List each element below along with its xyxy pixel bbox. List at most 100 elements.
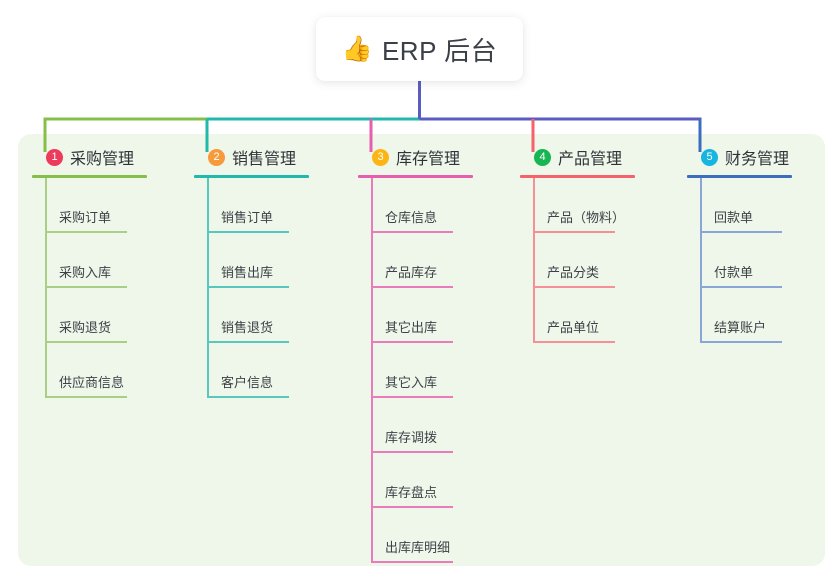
column-title-label: 销售管理 — [232, 151, 297, 168]
tree-leaf-node[interactable]: 其它入库 — [358, 343, 508, 398]
tree-leaf-label: 销售退货 — [221, 320, 274, 335]
tree-leaf-label: 产品（物料） — [547, 210, 626, 225]
tree-leaf-underline — [371, 286, 453, 288]
tree-leaf-label: 付款单 — [714, 265, 754, 280]
tree-leaf-label: 销售订单 — [221, 210, 274, 225]
column-badge-number: 4 — [534, 148, 551, 166]
column-leaf-list: 回款单付款单结算账户 — [687, 178, 827, 343]
root-node-label: ERP 后台 — [381, 35, 498, 66]
column-trunk-line — [45, 178, 47, 398]
column-title-label: 产品管理 — [558, 151, 623, 168]
tree-leaf-underline — [533, 341, 615, 343]
tree-leaf-underline — [45, 396, 127, 398]
tree-leaf-node[interactable]: 供应商信息 — [32, 343, 182, 398]
tree-leaf-node[interactable]: 其它出库 — [358, 288, 508, 343]
column-header-1[interactable]: 1 采购管理 — [32, 144, 182, 170]
tree-leaf-label: 供应商信息 — [59, 375, 125, 390]
tree-leaf-underline — [700, 341, 782, 343]
tree-leaf-node[interactable]: 销售出库 — [194, 233, 344, 288]
column-leaf-list: 采购订单采购入库采购退货供应商信息 — [32, 178, 182, 398]
column-trunk-line — [371, 178, 373, 563]
tree-leaf-node[interactable]: 销售订单 — [194, 178, 344, 233]
tree-leaf-node[interactable]: 采购订单 — [32, 178, 182, 233]
tree-leaf-label: 其它入库 — [385, 375, 438, 390]
column-badge-number: 5 — [701, 148, 718, 166]
column-leaf-list: 销售订单销售出库销售退货客户信息 — [194, 178, 344, 398]
tree-leaf-node[interactable]: 产品分类 — [520, 233, 670, 288]
tree-leaf-label: 仓库信息 — [385, 210, 438, 225]
tree-leaf-node[interactable]: 采购入库 — [32, 233, 182, 288]
column-trunk-line — [207, 178, 209, 398]
tree-leaf-node[interactable]: 产品单位 — [520, 288, 670, 343]
column-header-underline — [520, 175, 635, 178]
tree-leaf-underline — [371, 561, 453, 563]
tree-leaf-label: 销售出库 — [221, 265, 274, 280]
column-leaf-list: 产品（物料） 产品分类产品单位 — [520, 178, 670, 343]
tree-leaf-underline — [533, 231, 615, 233]
tree-leaf-label: 采购入库 — [59, 265, 112, 280]
column-header-underline — [358, 175, 473, 178]
column-badge-number: 1 — [46, 148, 63, 166]
tree-column-4: 4 产品管理产品（物料） 产品分类产品单位 — [520, 144, 670, 343]
tree-column-2: 2 销售管理销售订单销售出库销售退货客户信息 — [194, 144, 344, 398]
tree-leaf-underline — [371, 231, 453, 233]
tree-leaf-label: 采购订单 — [59, 210, 112, 225]
tree-leaf-underline — [371, 396, 453, 398]
column-header-underline — [194, 175, 309, 178]
tree-leaf-node[interactable]: 产品库存 — [358, 233, 508, 288]
tree-leaf-underline — [207, 396, 289, 398]
tree-leaf-underline — [207, 286, 289, 288]
column-badge-number: 3 — [372, 148, 389, 166]
tree-leaf-label: 采购退货 — [59, 320, 112, 335]
thumbs-up-icon: 👍 — [341, 34, 373, 63]
tree-leaf-underline — [45, 286, 127, 288]
column-title-label: 采购管理 — [70, 151, 135, 168]
tree-leaf-label: 结算账户 — [714, 320, 767, 335]
tree-leaf-node[interactable]: 库存盘点 — [358, 453, 508, 508]
column-header-3[interactable]: 3 库存管理 — [358, 144, 508, 170]
tree-leaf-node[interactable]: 回款单 — [687, 178, 827, 233]
column-header-underline — [687, 175, 792, 178]
tree-leaf-underline — [371, 506, 453, 508]
column-leaf-list: 仓库信息产品库存其它出库其它入库库存调拨库存盘点出库库明细 — [358, 178, 508, 563]
tree-leaf-node[interactable]: 销售退货 — [194, 288, 344, 343]
column-header-5[interactable]: 5 财务管理 — [687, 144, 827, 170]
tree-panel — [18, 134, 825, 566]
tree-leaf-node[interactable]: 客户信息 — [194, 343, 344, 398]
tree-leaf-node[interactable]: 出库库明细 — [358, 508, 508, 563]
tree-leaf-node[interactable]: 采购退货 — [32, 288, 182, 343]
tree-leaf-underline — [533, 286, 615, 288]
column-trunk-line — [533, 178, 535, 343]
tree-leaf-node[interactable]: 付款单 — [687, 233, 827, 288]
tree-leaf-underline — [700, 286, 782, 288]
tree-leaf-node[interactable]: 库存调拨 — [358, 398, 508, 453]
tree-column-3: 3 库存管理仓库信息产品库存其它出库其它入库库存调拨库存盘点出库库明细 — [358, 144, 508, 563]
tree-leaf-underline — [45, 341, 127, 343]
column-trunk-line — [700, 178, 702, 343]
tree-column-5: 5 财务管理回款单付款单结算账户 — [687, 144, 827, 343]
tree-leaf-label: 出库库明细 — [385, 540, 451, 555]
tree-leaf-label: 回款单 — [714, 210, 754, 225]
column-header-2[interactable]: 2 销售管理 — [194, 144, 344, 170]
tree-leaf-node[interactable]: 产品（物料） — [520, 178, 670, 233]
tree-leaf-label: 库存调拨 — [385, 430, 438, 445]
column-badge-number: 2 — [208, 148, 225, 166]
column-header-4[interactable]: 4 产品管理 — [520, 144, 670, 170]
column-title-label: 财务管理 — [725, 151, 790, 168]
tree-leaf-label: 其它出库 — [385, 320, 438, 335]
tree-leaf-node[interactable]: 结算账户 — [687, 288, 827, 343]
tree-leaf-underline — [371, 341, 453, 343]
tree-leaf-underline — [207, 341, 289, 343]
tree-leaf-node[interactable]: 仓库信息 — [358, 178, 508, 233]
tree-leaf-underline — [207, 231, 289, 233]
tree-leaf-label: 产品分类 — [547, 265, 600, 280]
column-title-label: 库存管理 — [396, 151, 461, 168]
tree-column-1: 1 采购管理采购订单采购入库采购退货供应商信息 — [32, 144, 182, 398]
tree-leaf-label: 库存盘点 — [385, 485, 438, 500]
tree-leaf-underline — [371, 451, 453, 453]
tree-leaf-label: 客户信息 — [221, 375, 274, 390]
tree-leaf-underline — [700, 231, 782, 233]
tree-leaf-label: 产品单位 — [547, 320, 600, 335]
root-node-erp-backend[interactable]: 👍 ERP 后台 — [316, 17, 523, 81]
